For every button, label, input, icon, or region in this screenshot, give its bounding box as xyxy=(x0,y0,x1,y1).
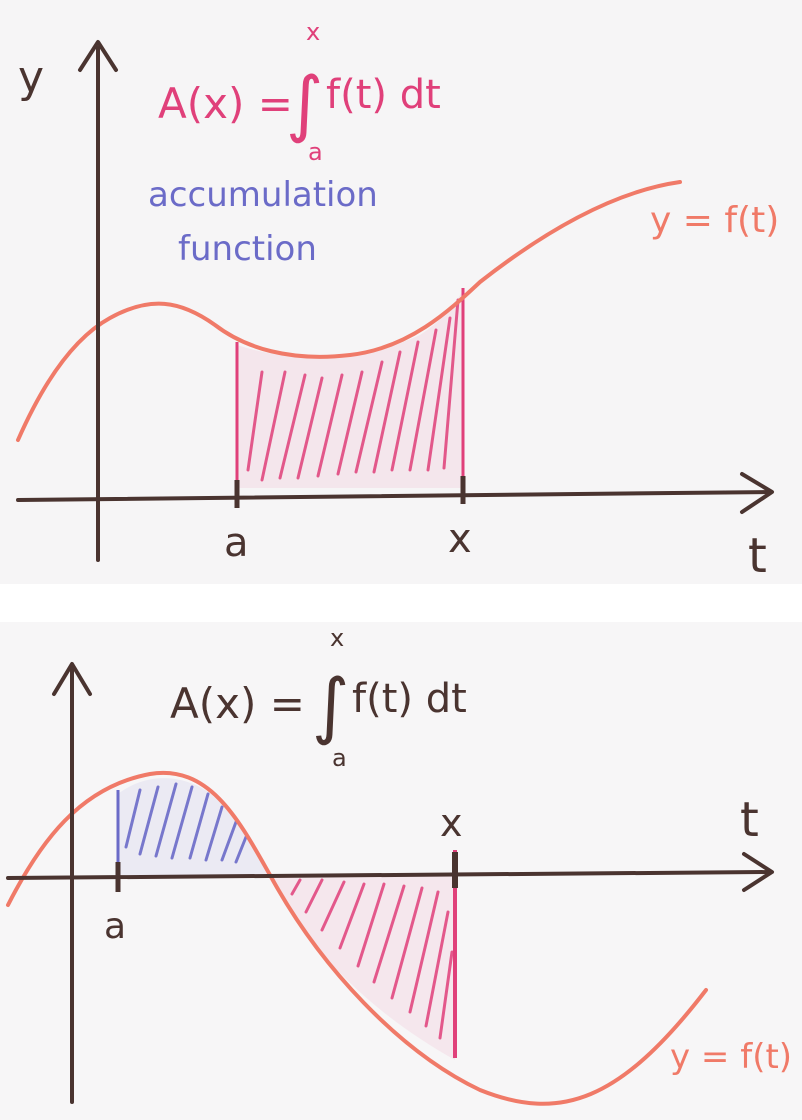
diagram-panel-signed-area: t a x A(x) = ∫ x a f(t) dt y = f(t) xyxy=(0,622,802,1120)
shaded-area-negative xyxy=(268,850,457,1060)
integral-lower-limit: a xyxy=(308,138,323,166)
integral-sign: ∫ xyxy=(312,663,350,747)
integral-upper-limit: x xyxy=(330,624,344,652)
tick-x-label: x xyxy=(448,516,472,562)
y-axis xyxy=(52,662,92,1104)
shaded-area-a-to-x xyxy=(235,288,465,490)
caption-line-1: accumulation xyxy=(148,175,378,215)
curve-label: y = f(t) xyxy=(670,1037,792,1077)
integrand: f(t) dt xyxy=(326,72,441,118)
integrand: f(t) dt xyxy=(352,676,467,722)
t-axis xyxy=(6,852,774,892)
formula-lhs: A(x) = xyxy=(170,679,305,728)
curve-f-of-t xyxy=(6,770,708,1106)
shaded-area-positive xyxy=(116,778,268,877)
formula: A(x) = ∫ x a f(t) dt xyxy=(170,624,467,772)
integral-upper-limit: x xyxy=(306,18,320,46)
tick-a-label: a xyxy=(104,906,126,947)
t-axis xyxy=(16,472,774,514)
t-axis-label: t xyxy=(748,528,767,584)
y-axis-label: y xyxy=(18,52,44,103)
panel1-svg: y t a x A(x) = ∫ x a f(t) dt accumulatio… xyxy=(16,18,779,584)
tick-x-label: x xyxy=(440,801,463,845)
t-axis-label: t xyxy=(740,792,759,848)
integral-sign: ∫ xyxy=(286,61,324,145)
diagram-panel-positive-area: y t a x A(x) = ∫ x a f(t) dt accumulatio… xyxy=(16,18,780,584)
formula-lhs: A(x) = xyxy=(158,79,293,128)
panel2-svg: t a x A(x) = ∫ x a f(t) dt y = f(t) xyxy=(6,624,792,1106)
caption-line-2: function xyxy=(178,229,317,269)
formula: A(x) = ∫ x a f(t) dt xyxy=(158,18,441,166)
curve-label: y = f(t) xyxy=(650,200,779,241)
tick-a-label: a xyxy=(224,520,249,566)
y-axis xyxy=(78,40,118,562)
integral-lower-limit: a xyxy=(332,744,347,772)
